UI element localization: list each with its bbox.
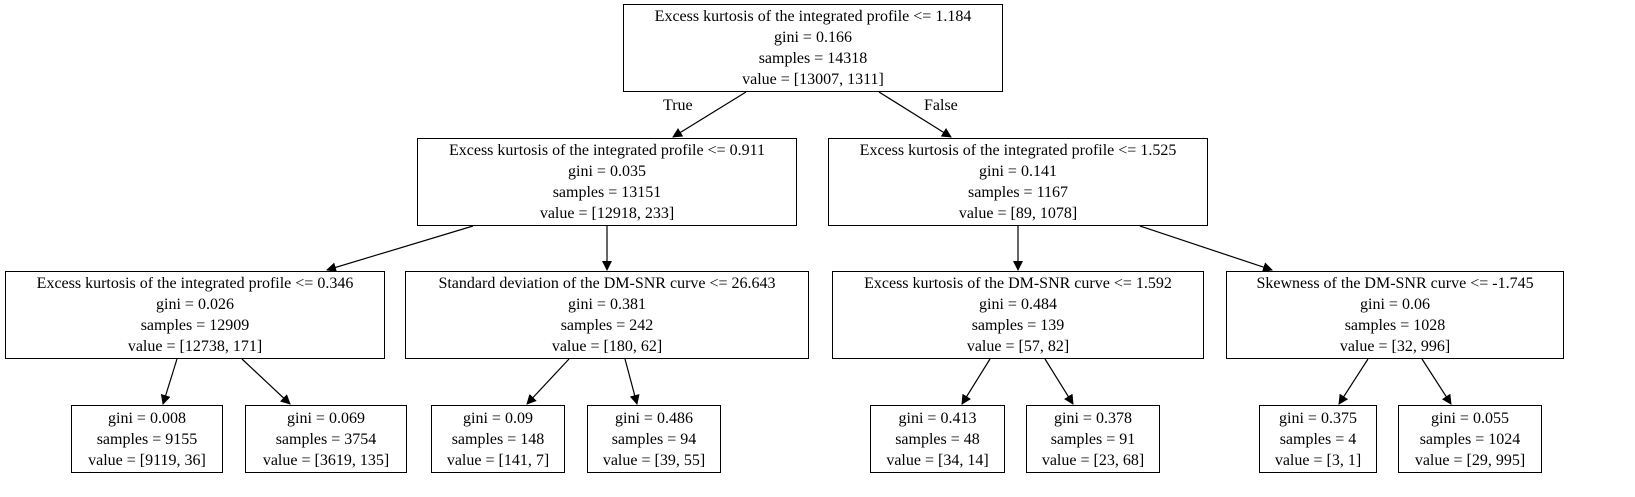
node-value: value = [39, 55]	[602, 451, 706, 469]
node-value: value = [3, 1]	[1274, 451, 1362, 469]
node-gini: gini = 0.055	[1431, 409, 1509, 427]
tree-edge-6	[1139, 225, 1273, 272]
node-samples: samples = 1024	[1419, 430, 1521, 448]
node-samples: samples = 94	[611, 430, 697, 448]
node-condition: Excess kurtosis of the integrated profil…	[654, 8, 972, 25]
tree-edge-14	[1421, 358, 1452, 405]
node-value: value = [12738, 171]	[127, 338, 263, 355]
tree-node-root: Excess kurtosis of the integrated profil…	[623, 4, 1003, 92]
node-value: value = [13007, 1311]	[742, 71, 884, 88]
tree-edge-8	[241, 358, 291, 405]
tree-leaf-2: gini = 0.069 samples = 3754 value = [361…	[245, 405, 407, 473]
node-value: value = [141, 7]	[446, 451, 550, 469]
node-value: value = [89, 1078]	[958, 205, 1078, 222]
tree-leaf-6: gini = 0.378 samples = 91 value = [23, 6…	[1026, 405, 1160, 473]
node-gini: gini = 0.381	[568, 296, 646, 313]
node-gini: gini = 0.06	[1360, 296, 1430, 313]
node-samples: samples = 9155	[96, 430, 198, 448]
tree-leaf-3: gini = 0.09 samples = 148 value = [141, …	[431, 405, 565, 473]
node-samples: samples = 1167	[968, 184, 1068, 201]
tree-edge-2	[878, 91, 952, 138]
tree-node-level2-2: Standard deviation of the DM-SNR curve <…	[405, 271, 809, 359]
tree-leaf-7: gini = 0.375 samples = 4 value = [3, 1]	[1259, 405, 1377, 473]
node-condition: Excess kurtosis of the DM-SNR curve <= 1…	[864, 275, 1172, 292]
tree-edge-13	[1338, 358, 1369, 405]
node-samples: samples = 242	[560, 317, 654, 334]
node-gini: gini = 0.069	[287, 409, 365, 427]
tree-edge-9	[526, 358, 570, 405]
node-gini: gini = 0.141	[979, 163, 1057, 180]
node-gini: gini = 0.413	[898, 409, 977, 427]
node-value: value = [3619, 135]	[262, 451, 390, 469]
node-gini: gini = 0.486	[615, 409, 693, 427]
tree-node-level2-1: Excess kurtosis of the integrated profil…	[5, 271, 385, 359]
tree-leaf-5: gini = 0.413 samples = 48 value = [34, 1…	[870, 405, 1005, 473]
tree-edge-1	[672, 91, 747, 138]
node-samples: samples = 148	[451, 430, 545, 448]
tree-edge-12	[1044, 358, 1074, 405]
node-value: value = [180, 62]	[551, 338, 663, 355]
node-condition: Skewness of the DM-SNR curve <= -1.745	[1256, 275, 1534, 292]
node-gini: gini = 0.026	[156, 296, 234, 313]
tree-edge-10	[624, 358, 640, 405]
tree-leaf-4: gini = 0.486 samples = 94 value = [39, 5…	[587, 405, 721, 473]
tree-edge-3	[326, 225, 474, 273]
node-gini: gini = 0.09	[463, 409, 533, 427]
node-samples: samples = 91	[1050, 430, 1136, 448]
node-samples: samples = 14318	[758, 50, 868, 67]
tree-edge-11	[961, 358, 991, 405]
node-value: value = [32, 996]	[1339, 338, 1451, 355]
node-condition: Excess kurtosis of the integrated profil…	[36, 275, 354, 292]
tree-node-level1-right: Excess kurtosis of the integrated profil…	[828, 138, 1208, 226]
node-samples: samples = 48	[895, 430, 980, 448]
tree-edge-7	[160, 358, 178, 405]
tree-leaf-8: gini = 0.055 samples = 1024 value = [29,…	[1398, 405, 1542, 473]
tree-node-level1-left: Excess kurtosis of the integrated profil…	[417, 138, 797, 226]
node-gini: gini = 0.166	[774, 29, 852, 46]
node-condition: Standard deviation of the DM-SNR curve <…	[438, 275, 776, 292]
tree-leaf-1: gini = 0.008 samples = 9155 value = [911…	[71, 405, 223, 473]
branch-label-false: False	[924, 97, 958, 114]
node-condition: Excess kurtosis of the integrated profil…	[448, 142, 766, 159]
node-samples: samples = 1028	[1344, 317, 1446, 334]
node-value: value = [29, 995]	[1414, 451, 1526, 469]
node-value: value = [34, 14]	[886, 451, 989, 469]
node-samples: samples = 12909	[140, 317, 250, 334]
node-value: value = [9119, 36]	[88, 451, 206, 469]
node-gini: gini = 0.008	[108, 409, 186, 427]
branch-label-true: True	[663, 97, 693, 114]
node-samples: samples = 13151	[552, 184, 662, 201]
node-samples: samples = 4	[1279, 430, 1357, 448]
node-value: value = [57, 82]	[966, 338, 1070, 355]
node-gini: gini = 0.375	[1279, 409, 1357, 427]
node-gini: gini = 0.035	[568, 163, 646, 180]
node-value: value = [12918, 233]	[539, 205, 675, 222]
node-samples: samples = 3754	[275, 430, 377, 448]
node-gini: gini = 0.378	[1054, 409, 1132, 427]
tree-node-level2-4: Skewness of the DM-SNR curve <= -1.745 g…	[1226, 271, 1564, 359]
node-gini: gini = 0.484	[979, 296, 1057, 313]
tree-node-level2-3: Excess kurtosis of the DM-SNR curve <= 1…	[832, 271, 1204, 359]
node-samples: samples = 139	[971, 317, 1065, 334]
node-value: value = [23, 68]	[1041, 451, 1145, 469]
node-condition: Excess kurtosis of the integrated profil…	[859, 142, 1177, 159]
